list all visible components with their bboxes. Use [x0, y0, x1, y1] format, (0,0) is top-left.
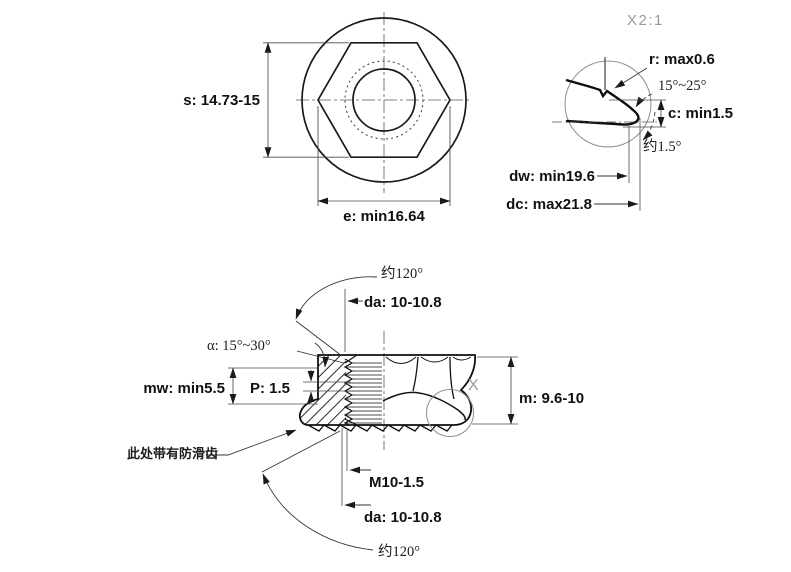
thread-lines [345, 362, 382, 424]
section-hatching [299, 355, 346, 425]
pitch-label: P: 1.5 [250, 380, 291, 397]
top-chamfer-angle [295, 276, 378, 357]
serration-teeth [307, 424, 453, 432]
c-dimension [609, 99, 666, 128]
detail-view [552, 57, 666, 211]
flange-thickness-label: c: min1.5 [668, 105, 734, 122]
serration-note: 此处带有防滑齿 [127, 446, 219, 461]
hex-facet-edge-1 [412, 356, 419, 392]
flange-diameter-label: dc: max21.8 [506, 196, 592, 213]
detail-marker-circle [426, 389, 474, 437]
flange-edge-profile [565, 78, 640, 126]
s-dimension [263, 42, 349, 158]
thread-runout-angle-label: α: 15°~30° [207, 338, 271, 354]
countersink-top-label: da: 10-10.8 [364, 294, 442, 311]
bottom-chamfer-angle [261, 430, 374, 551]
thread-circle [344, 60, 424, 140]
serration-note-leader [206, 429, 297, 456]
hex-facet-edge-2 [449, 356, 455, 400]
width-across-flats-label: s: 14.73-15 [183, 92, 260, 109]
bore-circle [352, 68, 416, 132]
thread-profile [343, 358, 354, 426]
width-across-corners-label: e: min16.64 [343, 208, 425, 225]
pitch-dimension [303, 370, 351, 403]
da-top-dimension [344, 289, 363, 352]
r-leader [614, 67, 648, 89]
bearing-diameter-label: dw: min19.6 [509, 168, 595, 185]
seat-angle-arc [642, 111, 656, 141]
top-chamfer-angle-label: 约120° [381, 266, 424, 282]
chamfer-arcs [385, 356, 472, 364]
flange-angle-label: 15°~25° [658, 78, 707, 94]
m-dimension [472, 356, 518, 425]
mw-dimension [228, 367, 318, 405]
bottom-chamfer-angle-label: 约120° [378, 544, 421, 560]
flange-angle-arc [635, 93, 653, 108]
section-view [206, 276, 518, 551]
top-view [263, 12, 472, 206]
hex-outline [317, 41, 451, 159]
flange-top-surface [382, 391, 466, 421]
alpha-angle [296, 342, 345, 368]
countersink-bottom-label: da: 10-10.8 [364, 509, 442, 526]
thread-spec-label: M10-1.5 [369, 474, 425, 491]
e-dimension [317, 106, 451, 206]
detail-marker-label: X [468, 377, 479, 394]
detail-scale-label: X2:1 [627, 12, 664, 29]
seat-angle-label: 约1.5° [643, 139, 682, 155]
fillet-label: r: max0.6 [649, 51, 715, 68]
nut-outline [298, 354, 476, 426]
detail-boundary-circle [564, 60, 652, 148]
countersink-chamfers [344, 354, 358, 426]
flange-circle [301, 17, 467, 183]
wrenching-height-label: mw: min5.5 [143, 380, 225, 397]
bottom-dimensions [341, 428, 371, 509]
nut-height-label: m: 9.6-10 [519, 390, 585, 407]
